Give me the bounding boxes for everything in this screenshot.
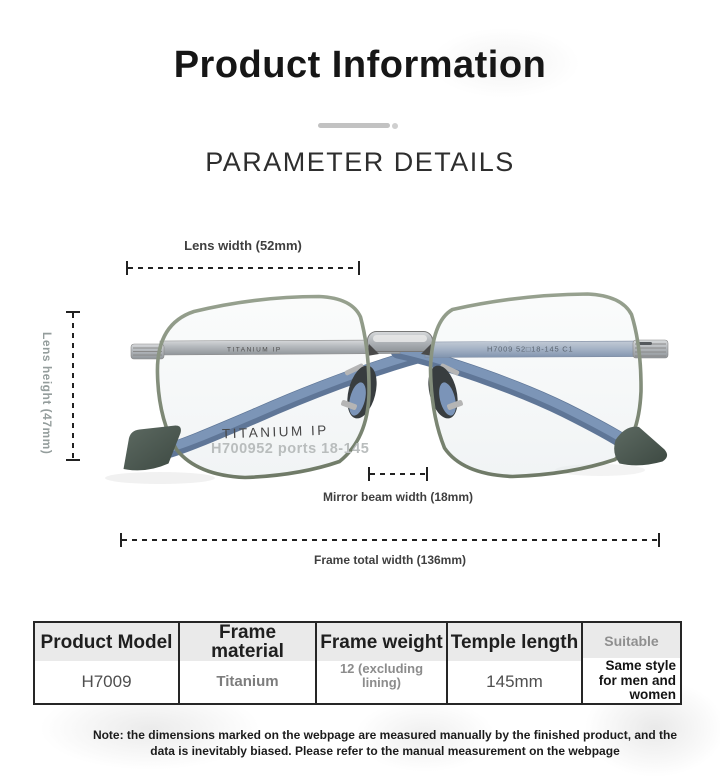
right-temple-tip: [614, 426, 668, 466]
left-lens-rim: [155, 294, 371, 480]
spec-header: Frame weight: [317, 623, 446, 661]
spec-cell-product-model: Product Model H7009: [35, 623, 180, 703]
spec-cell-frame-material: Frame material Titanium: [180, 623, 317, 703]
lens-print-brand: TITANIUM IP: [222, 423, 329, 442]
lens-height-label: Lens height (47mm): [40, 332, 54, 455]
spec-header: Temple length: [448, 623, 581, 661]
eyeglasses-product-image: TITANIUM IP H7009 52□18-145 C1 TITANIUM …: [105, 292, 669, 484]
spec-value: Same style for men and women: [598, 658, 676, 702]
right-hinge: [632, 339, 669, 359]
frame-total-label: Frame total width (136mm): [313, 553, 467, 567]
frame-total-dimension-line: [120, 533, 660, 547]
section-heading: PARAMETER DETAILS: [205, 147, 515, 177]
spec-value: Titanium: [216, 673, 279, 691]
spec-header: Product Model: [35, 623, 178, 661]
divider-bar: [318, 123, 390, 128]
spec-cell-frame-weight: Frame weight 12 (excluding lining): [317, 623, 448, 703]
mirror-beam-dimension-line: [368, 467, 428, 481]
left-temple-engraving: TITANIUM IP: [227, 347, 282, 354]
lens-width-label: Lens width (52mm): [184, 238, 302, 253]
shadow: [105, 472, 215, 484]
spec-header: Suitable: [583, 623, 680, 659]
temple-band-highlight: [163, 345, 437, 453]
bridge: [367, 331, 433, 356]
spec-cell-temple-length: Temple length 145mm: [448, 623, 583, 703]
right-nose-pad: [428, 363, 463, 419]
right-temple-engraving: H7009 52□18-145 C1: [487, 345, 573, 354]
left-temple-tip: [123, 425, 181, 471]
spec-header: Frame material: [180, 623, 315, 661]
left-hinge: [130, 343, 165, 360]
divider-dot: [392, 123, 398, 129]
right-lens: [430, 294, 642, 477]
mirror-beam-label: Mirror beam width (18mm): [322, 490, 474, 504]
lens-height-dimension-line: [66, 311, 80, 461]
spec-table: Product Model H7009 Frame material Titan…: [33, 621, 682, 705]
right-lens-rim: [428, 292, 643, 479]
lens-print-model: H700952 ports 18-145: [211, 441, 369, 457]
spec-value: 12 (excluding lining): [339, 661, 424, 690]
spec-value: 145mm: [486, 672, 543, 692]
measurement-note: Note: the dimensions marked on the webpa…: [92, 728, 678, 759]
spec-value: H7009: [81, 672, 132, 692]
spec-cell-suitable: Suitable Same style for men and women: [583, 623, 680, 703]
temple-band-highlight: [393, 344, 633, 446]
lens-width-dimension-line: [126, 261, 360, 275]
page-title: Product Information: [173, 44, 547, 86]
